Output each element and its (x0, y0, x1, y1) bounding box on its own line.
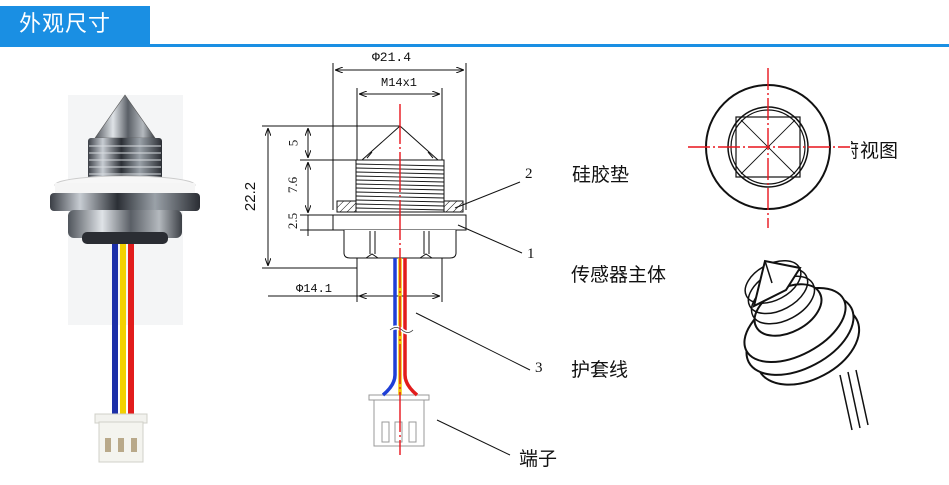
photo-wire-red (128, 244, 134, 414)
dim-thread: M14x1 (381, 76, 418, 90)
section-title: 外观尺寸 (0, 6, 150, 44)
section-divider (0, 44, 949, 47)
leader-line-1 (457, 224, 523, 254)
wire-red (403, 258, 419, 397)
dim-flange-height: 2.5 (285, 212, 301, 230)
photo-flange (50, 193, 200, 211)
silicone-gasket-right (443, 200, 464, 213)
top-view-label: 视图 (860, 140, 899, 162)
leader-line-2 (454, 181, 521, 209)
dim-total-height: 22.2 (242, 181, 260, 212)
wire-blue (381, 258, 397, 397)
top-view (688, 68, 850, 228)
product-photo (50, 94, 200, 463)
dim-outer-diameter: Φ21.4 (372, 50, 412, 65)
callout-label-terminal: 端子 (519, 448, 558, 470)
dim-base-diameter: Φ14.1 (296, 282, 333, 296)
silicone-gasket-left (336, 200, 357, 213)
callout-number-3: 3 (535, 360, 543, 376)
callout-label-sensor-body: 传感器主体 (571, 264, 667, 286)
callout-label-sheathed-cable: 护套线 (571, 359, 629, 381)
callout-number-2: 2 (525, 166, 533, 182)
callout-label-silicone-gasket: 硅胶垫 (572, 164, 630, 186)
callout-number-1: 1 (527, 246, 535, 262)
isometric-view (743, 259, 869, 431)
leader-line-3 (415, 312, 531, 371)
dim-cone-height: 5 (285, 139, 301, 147)
dim-thread-height: 7.6 (285, 176, 301, 194)
photo-nut (68, 210, 182, 238)
leader-line-terminal (436, 419, 511, 456)
photo-wire-blue (112, 244, 118, 414)
top-view-label-clipped-glyph: 俯 (851, 136, 859, 163)
photo-wire-yellow (120, 244, 126, 414)
